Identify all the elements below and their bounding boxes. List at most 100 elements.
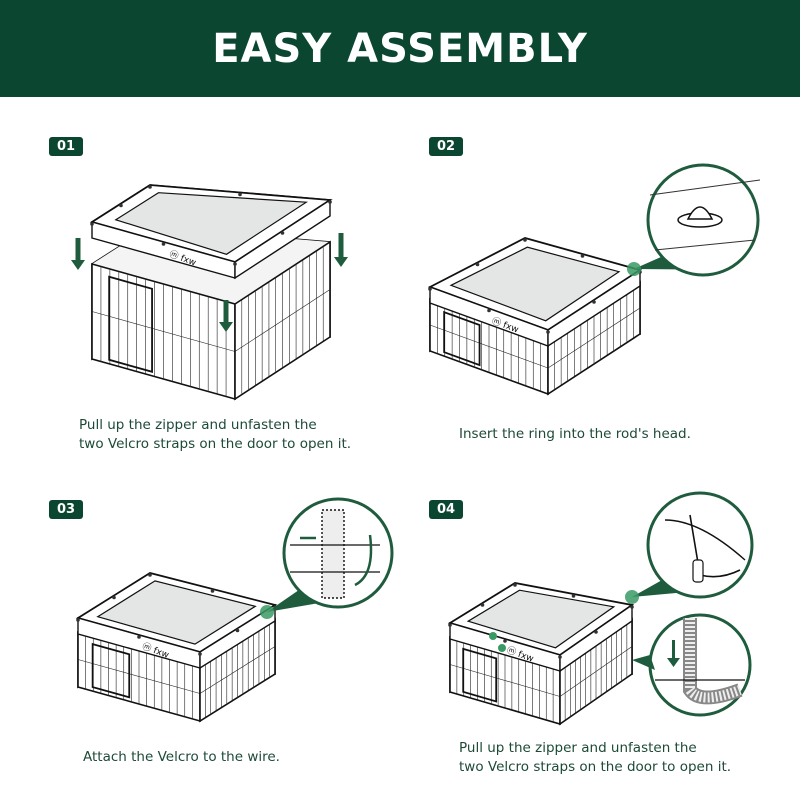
arrow-shaft bbox=[338, 233, 344, 257]
mesh-cover: ⓜ fxw bbox=[427, 237, 643, 348]
step-badge-04: 04 bbox=[429, 500, 463, 519]
velcro-strap-stitch bbox=[685, 618, 742, 703]
highlight-dot bbox=[260, 605, 274, 619]
grommet bbox=[480, 603, 485, 607]
grommet bbox=[137, 635, 141, 639]
cover-mesh bbox=[449, 246, 621, 322]
cover-skirt bbox=[234, 198, 331, 280]
dog-pen: ⓜ fxw bbox=[427, 237, 643, 396]
grommet bbox=[523, 238, 527, 242]
grommet bbox=[503, 639, 507, 643]
zipper-icon bbox=[664, 519, 746, 561]
pen-bar bbox=[449, 664, 561, 697]
highlight-dot bbox=[625, 590, 639, 604]
arrow-head bbox=[219, 322, 233, 332]
cover-edge bbox=[649, 179, 761, 196]
down-arrow-icon bbox=[71, 238, 85, 270]
dog-pen: ⓜ fxw bbox=[89, 184, 333, 280]
pen-bar bbox=[547, 307, 641, 369]
mesh-cover: ⓜ fxw bbox=[75, 572, 278, 670]
grommet bbox=[487, 308, 491, 313]
grommet bbox=[592, 300, 596, 304]
grommet bbox=[328, 200, 332, 204]
dog-pen: ⓜ fxw bbox=[75, 572, 278, 723]
caption-line: Attach the Velcro to the wire. bbox=[83, 749, 280, 765]
cover-mesh bbox=[96, 580, 257, 645]
pen-door bbox=[108, 275, 153, 373]
zipper-detail-callout bbox=[625, 491, 754, 604]
grommet bbox=[280, 231, 285, 235]
pen-door bbox=[443, 310, 481, 367]
grommet bbox=[90, 222, 94, 226]
caption-line: two Velcro straps on the door to open it… bbox=[459, 759, 732, 775]
mesh-cover: ⓜ fxw bbox=[89, 184, 333, 280]
zipper-pull-icon bbox=[692, 559, 704, 583]
down-arrow-icon bbox=[667, 658, 680, 667]
grommet bbox=[475, 262, 480, 267]
cover-mesh bbox=[114, 192, 309, 255]
grommet bbox=[513, 583, 517, 587]
pen-door bbox=[91, 642, 131, 699]
grommet bbox=[594, 630, 598, 634]
callout-pointer bbox=[632, 655, 655, 670]
step-2-caption: Insert the ring into the rod's head. bbox=[459, 425, 691, 444]
grommet bbox=[580, 254, 585, 258]
dog-pen: ⓜ fxw bbox=[447, 582, 635, 726]
step-badge-03: 03 bbox=[49, 500, 83, 519]
grommet bbox=[198, 652, 202, 656]
cover-skirt bbox=[199, 603, 276, 670]
arrow-shaft bbox=[672, 640, 675, 658]
step-3-caption: Attach the Velcro to the wire. bbox=[83, 748, 280, 767]
pen-bar bbox=[199, 646, 276, 694]
arrow-shaft bbox=[75, 238, 81, 260]
pen-bar bbox=[429, 324, 549, 369]
grommet bbox=[235, 628, 240, 633]
grommet bbox=[210, 589, 215, 593]
step-1-caption: Pull up the zipper and unfasten the two … bbox=[79, 416, 351, 454]
arrow-shaft bbox=[223, 300, 229, 322]
arrow-head bbox=[334, 257, 348, 267]
grommet bbox=[161, 242, 166, 246]
caption-line: Pull up the zipper and unfasten the bbox=[79, 417, 317, 433]
grommet bbox=[428, 287, 432, 291]
header-banner: EASY ASSEMBLY bbox=[0, 0, 800, 97]
cover-edge bbox=[654, 239, 756, 251]
pen-bar bbox=[77, 659, 201, 694]
grommet bbox=[571, 594, 576, 598]
cover-skirt bbox=[559, 603, 633, 673]
callout-circle bbox=[646, 491, 754, 599]
highlight-dot bbox=[498, 644, 506, 652]
grommet bbox=[112, 595, 116, 600]
grommet bbox=[148, 573, 152, 577]
grommet bbox=[76, 618, 80, 622]
grommet bbox=[448, 623, 452, 627]
cover-mesh bbox=[466, 589, 616, 649]
arrow-head bbox=[71, 260, 85, 270]
grommet bbox=[238, 192, 242, 197]
pen-door bbox=[462, 647, 498, 703]
velcro-strap bbox=[321, 509, 345, 599]
door-strap-detail-callout bbox=[632, 613, 752, 717]
down-arrow-icon bbox=[334, 233, 348, 267]
pen-bar bbox=[91, 311, 236, 352]
cover-skirt bbox=[547, 268, 641, 348]
caption-line: Insert the ring into the rod's head. bbox=[459, 426, 691, 442]
direction-arrow-icon bbox=[354, 534, 373, 587]
caption-line: two Velcro straps on the door to open it… bbox=[79, 436, 352, 452]
ring-rod-detail-callout bbox=[627, 163, 761, 277]
step-4-caption: Pull up the zipper and unfasten the two … bbox=[459, 739, 731, 777]
pen-bar bbox=[559, 646, 633, 697]
grommet bbox=[558, 655, 562, 659]
page-title: EASY ASSEMBLY bbox=[212, 25, 588, 72]
step-badge-02: 02 bbox=[429, 137, 463, 156]
highlight-dot bbox=[627, 262, 641, 276]
grommet bbox=[233, 262, 237, 266]
pen-bar bbox=[234, 289, 331, 352]
grommet bbox=[546, 330, 550, 334]
grommet bbox=[148, 185, 152, 189]
grommet bbox=[119, 203, 123, 208]
caption-line: Pull up the zipper and unfasten the bbox=[459, 740, 697, 756]
rod-head-icon bbox=[686, 206, 714, 220]
highlight-dot bbox=[489, 632, 497, 640]
